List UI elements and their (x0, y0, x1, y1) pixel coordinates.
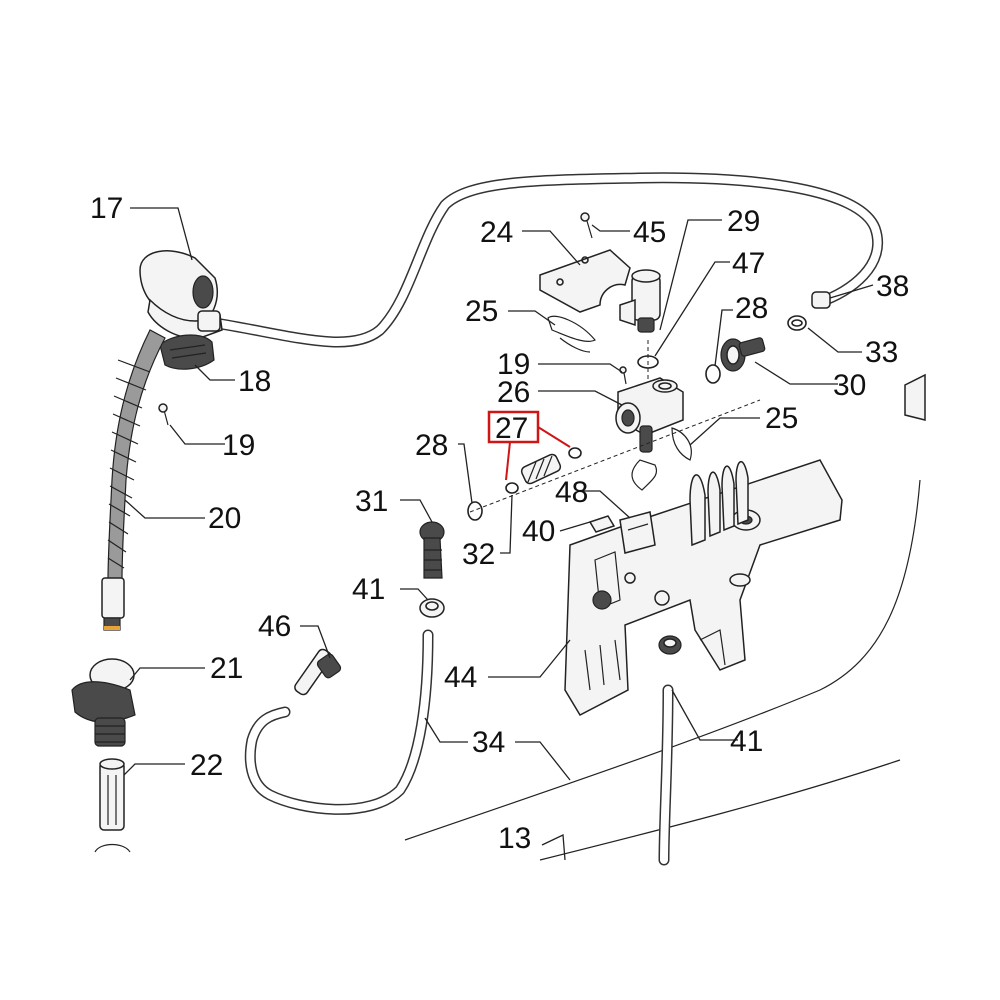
callout-13: 13 (498, 822, 531, 855)
callout-41-right: 41 (730, 725, 763, 758)
frame-line-lower (539, 759, 901, 861)
callout-31: 31 (355, 485, 388, 518)
callout-45: 45 (633, 216, 666, 249)
callout-46: 46 (258, 610, 291, 643)
part-19-screw-left (158, 403, 169, 426)
part-27-cartridge (520, 453, 562, 485)
callout-40: 40 (522, 515, 555, 548)
callout-48: 48 (555, 476, 588, 509)
callout-29: 29 (727, 205, 760, 238)
callout-28-left: 28 (415, 429, 448, 462)
part-40-clip (588, 515, 616, 533)
part-41-clamp-left (419, 598, 445, 618)
callout-25-lower: 25 (765, 402, 798, 435)
callout-20: 20 (208, 502, 241, 535)
part-33-clamp (787, 315, 807, 331)
part-22-tube (99, 758, 125, 831)
part-38-hose-end (811, 291, 831, 309)
partial-ring (94, 843, 131, 853)
part-28-oring-left (467, 501, 483, 521)
callout-19-center: 19 (497, 348, 530, 381)
callout-47: 47 (732, 247, 765, 280)
callout-33: 33 (865, 336, 898, 369)
part-25-clip-lower (631, 427, 692, 491)
callout-32: 32 (462, 538, 495, 571)
callout-41-left: 41 (352, 573, 385, 606)
part-19-screw-center (619, 366, 627, 385)
highlight-27-leaders (505, 426, 571, 481)
callout-25-upper: 25 (465, 295, 498, 328)
callout-22: 22 (190, 749, 223, 782)
callout-21: 21 (210, 652, 243, 685)
part-18-clip (159, 334, 215, 370)
callout-26: 26 (497, 376, 530, 409)
part-31-elbow (419, 521, 445, 579)
part-21-knob (71, 658, 136, 747)
part-48-clip (619, 511, 656, 554)
part-41-clamp-right (658, 635, 682, 655)
callout-17: 17 (90, 192, 123, 225)
callout-24: 24 (480, 216, 513, 249)
partial-part-right (904, 373, 926, 421)
part-24-plate (539, 249, 631, 313)
part-17-connector (139, 250, 223, 339)
part-20-coiled-hose (101, 329, 166, 631)
main-hose-loop (209, 172, 883, 348)
callout-30: 30 (833, 369, 866, 402)
callout-44: 44 (444, 661, 477, 694)
callout-34: 34 (472, 726, 505, 759)
part-29-valve (619, 269, 661, 333)
bracket-fins (689, 461, 749, 547)
part-26-valve-body (615, 377, 684, 453)
callout-28-right: 28 (735, 292, 768, 325)
part-28-oring-right (705, 364, 721, 384)
assembly-axis (469, 399, 761, 513)
callout-18: 18 (238, 365, 271, 398)
part-25-clip-upper (547, 315, 596, 353)
part-30-fitting (720, 337, 766, 372)
leader-lines (123, 207, 874, 861)
callout-38: 38 (876, 270, 909, 303)
part-32-oring (505, 482, 519, 494)
callout-27-highlight-box (487, 410, 540, 444)
part-45-screw (580, 212, 593, 239)
part-27-oring (568, 447, 582, 459)
frame-line (404, 479, 921, 841)
callout-19-left: 19 (222, 429, 255, 462)
callout-27: 27 (495, 412, 528, 445)
part-46-connector (294, 648, 342, 696)
